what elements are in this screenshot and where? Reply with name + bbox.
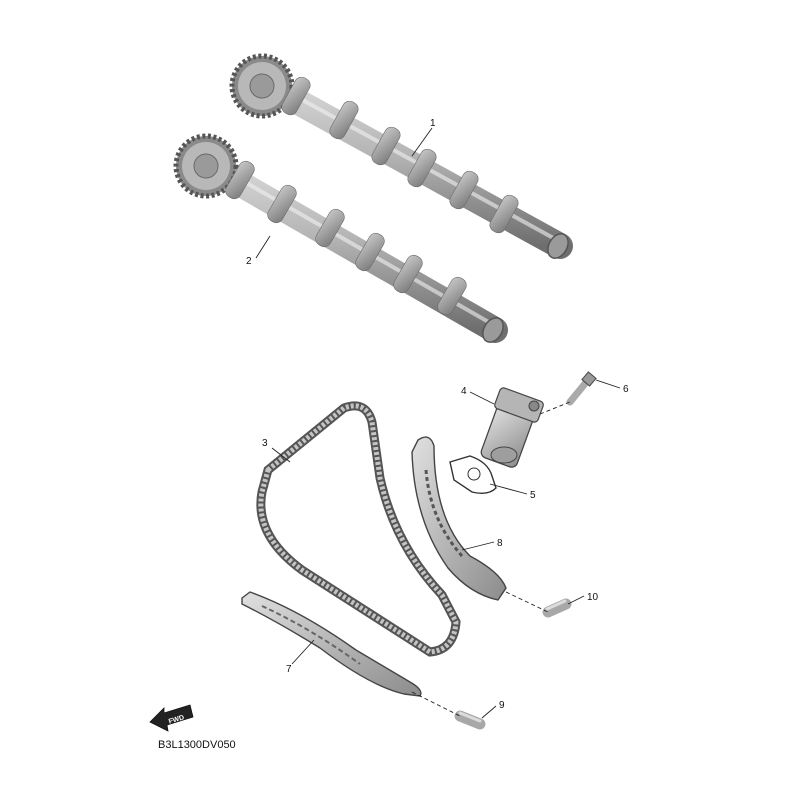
callout-10: 10 (587, 592, 599, 603)
leader-4 (469, 391, 495, 405)
leader-6 (595, 379, 621, 389)
leader-10 (567, 595, 585, 605)
cam-chain (256, 401, 461, 657)
camshaft-2 (173, 133, 508, 343)
callout-7: 7 (286, 664, 292, 675)
callout-1: 1 (430, 118, 436, 129)
guide-pin-10 (542, 598, 572, 618)
callouts: 1 2 3 4 5 6 7 8 9 10 (246, 118, 629, 711)
tensioner-bolt (566, 371, 597, 406)
callout-5: 5 (530, 490, 536, 501)
camshaft-2-sprocket (173, 133, 239, 199)
camshaft-2-end (482, 317, 504, 343)
fwd-label: FWD (168, 714, 185, 725)
callout-3: 3 (262, 438, 268, 449)
callout-8: 8 (497, 538, 503, 549)
leader-1 (411, 127, 433, 157)
camshaft-1 (229, 53, 573, 259)
bolt-6-path (539, 401, 571, 415)
camshaft-1-end (547, 233, 569, 259)
pin-10-path (505, 591, 549, 613)
fwd-arrow-icon: FWD (149, 704, 194, 732)
leader-9 (481, 705, 497, 719)
drawing-code: B3L1300DV050 (158, 739, 236, 751)
callout-9: 9 (499, 700, 505, 711)
camshaft-1-lobes (281, 76, 519, 234)
callout-6: 6 (623, 384, 629, 395)
cam-chain-tensioner (480, 387, 544, 468)
callout-2: 2 (246, 256, 252, 267)
leader-3 (271, 447, 291, 463)
leader-5 (489, 483, 528, 495)
tensioner-gasket (449, 455, 497, 495)
leader-8 (461, 541, 495, 551)
chain-guide (241, 591, 422, 697)
camshaft-1-sprocket (229, 53, 295, 119)
guide-pin-9 (454, 710, 486, 730)
pin-9-path (411, 691, 461, 717)
callout-4: 4 (461, 386, 467, 397)
leader-lines (255, 127, 621, 719)
leader-2 (255, 235, 271, 259)
leader-7 (291, 639, 315, 665)
camshaft-2-lobes (225, 160, 467, 316)
tensioner-guide (411, 436, 507, 601)
